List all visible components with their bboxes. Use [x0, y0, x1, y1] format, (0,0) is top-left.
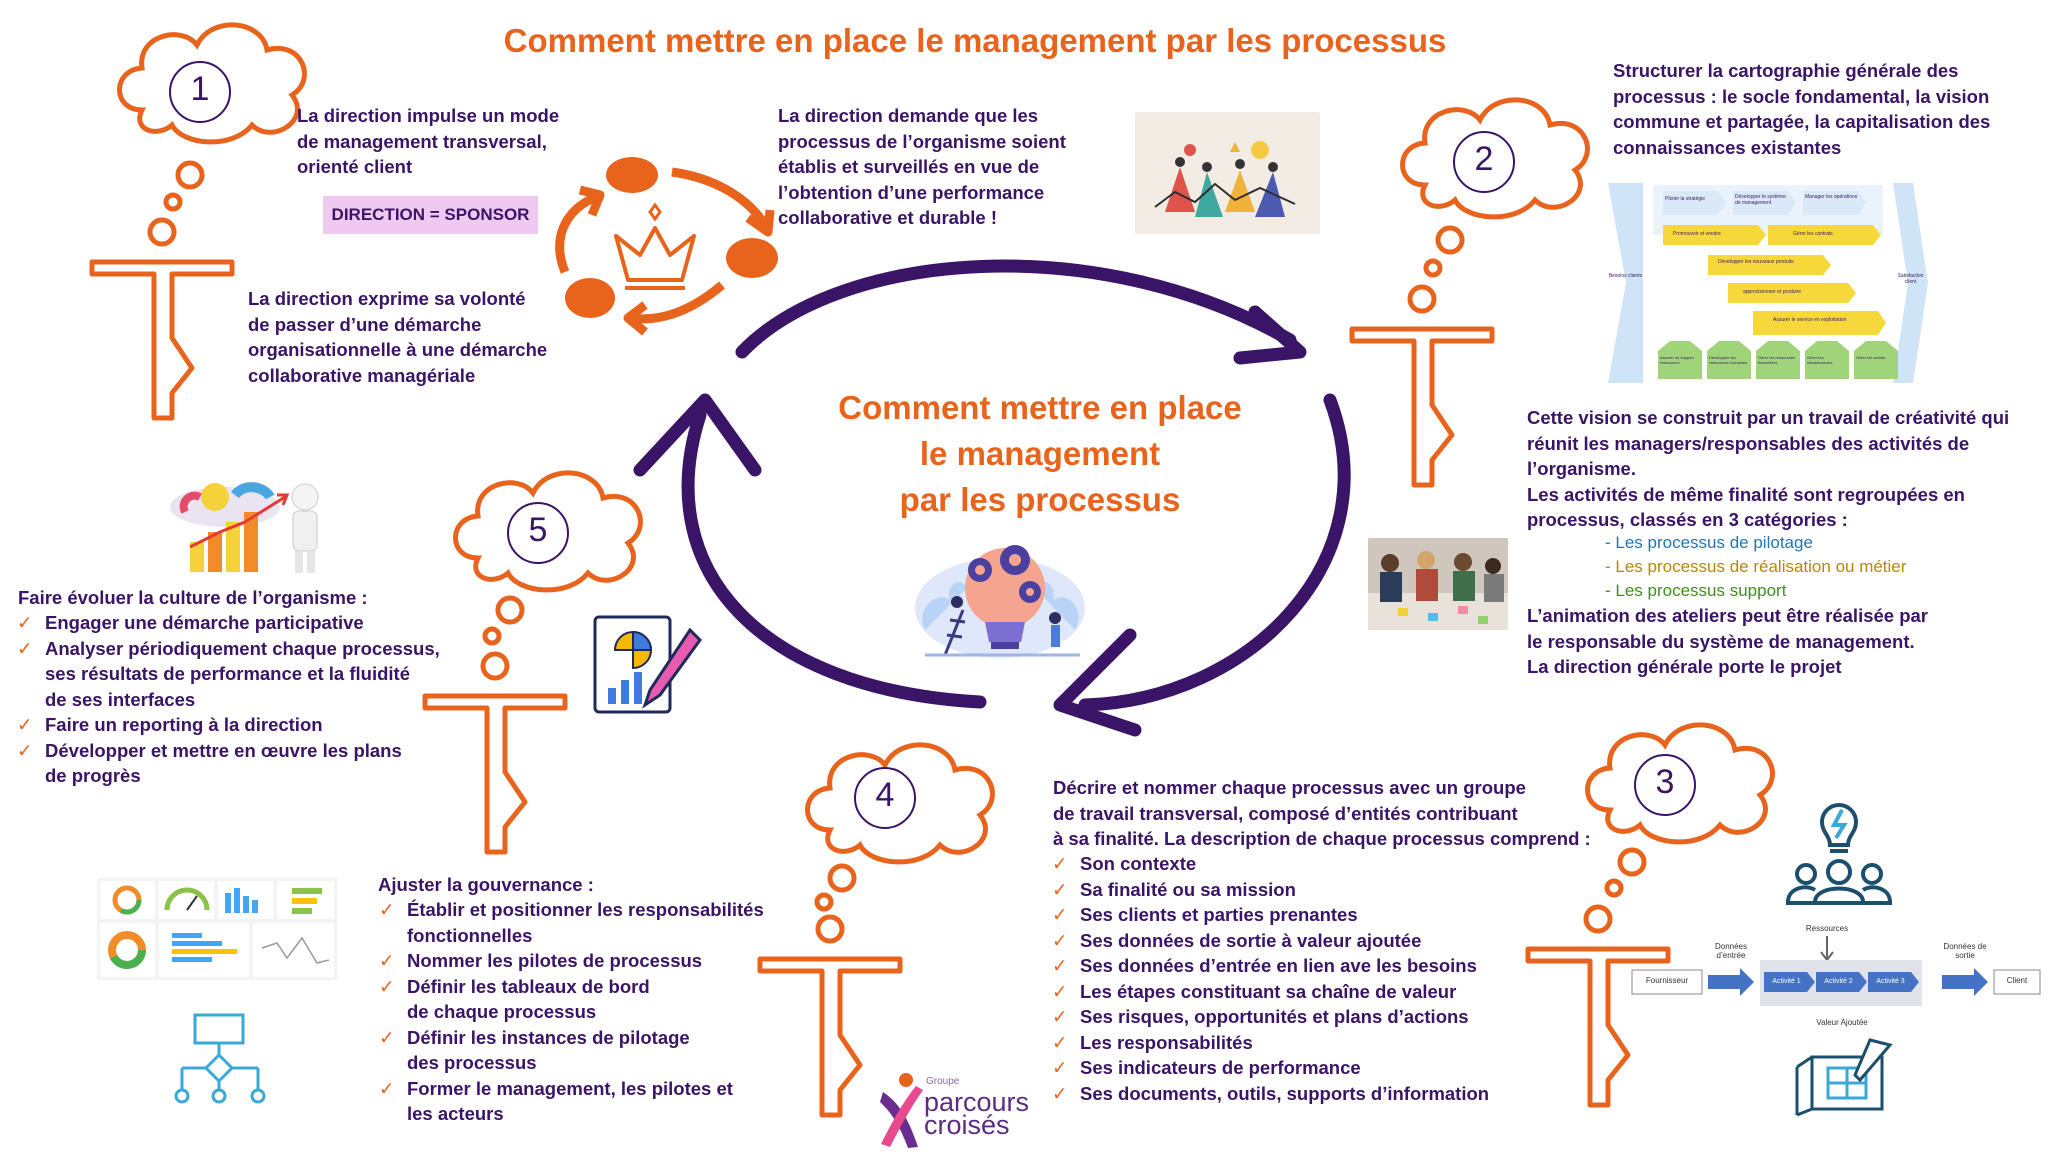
blueprint-icon [1795, 1038, 1893, 1117]
list-item: ✓Ses documents, outils, supports d’infor… [1052, 1082, 1490, 1104]
step1-text-demande: La direction demande que les processus d… [778, 105, 1066, 228]
step-number-5: 5 [528, 511, 548, 549]
thinker-3 [1528, 725, 1772, 1105]
list-item: ✓Son contexte [1052, 853, 1197, 874]
list-item: ✓Faire un reporting à la direction [17, 714, 323, 735]
logo-text-2: croisés [924, 1110, 1010, 1140]
step-number-2: 2 [1474, 140, 1494, 178]
sponsor-badge: DIRECTION = SPONSOR [323, 196, 538, 234]
step2-text-structurer: Structurer la cartographie générale des … [1613, 60, 1991, 158]
category-realisation: - Les processus de réalisation ou métier [1605, 557, 1907, 576]
list-item: ✓Les étapes constituant sa chaîne de val… [1052, 980, 1457, 1002]
list-item: ✓Sa finalité ou sa mission [1052, 878, 1296, 900]
category-pilotage: - Les processus de pilotage [1605, 533, 1813, 552]
logo-text-1: parcours [924, 1087, 1030, 1117]
logo-small-text: Groupe [926, 1076, 960, 1087]
lightbulb-gears-illustration [915, 545, 1085, 658]
list-item: ✓Ses clients et parties prenantes [1052, 904, 1358, 925]
dashboard-illustration [97, 878, 337, 980]
process-flow-diagram: Fournisseur Données d’entrée Ressources … [1622, 922, 2042, 1037]
list-item: ✓Établir et positionner les responsabili… [379, 899, 764, 946]
org-chart-icon [174, 1013, 266, 1104]
page-title: Comment mettre en place le management pa… [503, 22, 1447, 59]
step4-intro: Ajuster la gouvernance : [378, 874, 594, 895]
report-icon [593, 615, 702, 714]
team-idea-icon [1786, 803, 1892, 905]
step3-checklist: ✓Son contexte ✓Sa finalité ou sa mission… [1050, 851, 1489, 1106]
list-item: ✓Ses indicateurs de performance [1052, 1057, 1361, 1078]
step-number-1: 1 [190, 70, 210, 108]
category-support: - Les processus support [1605, 581, 1787, 600]
cycle-arrows [633, 259, 1351, 737]
step2-text-vision: Cette vision se construit par un travail… [1527, 407, 2010, 530]
thinker-1 [92, 25, 304, 418]
thinker-2 [1352, 100, 1587, 485]
list-item: ✓Les responsabilités [1052, 1031, 1253, 1053]
step5-intro: Faire évoluer la culture de l’organisme … [18, 587, 368, 608]
process-cartography: Besoins clients Satisfaction client Pilo… [1608, 183, 1928, 383]
list-item: ✓Ses données de sortie à valeur ajoutée [1052, 929, 1422, 951]
step4-checklist: ✓Établir et positionner les responsabili… [377, 897, 764, 1127]
step-number-4: 4 [875, 776, 895, 814]
thinker-5 [425, 473, 640, 852]
thinker-4 [760, 745, 992, 1115]
center-title: Comment mettre en place le management pa… [838, 389, 1242, 518]
step1-text-volonte: La direction exprime sa volonté de passe… [248, 288, 548, 386]
step-number-3: 3 [1655, 763, 1675, 801]
list-item: ✓Engager une démarche participative [17, 612, 364, 633]
process-categories: - Les processus de pilotage - Les proces… [1605, 531, 1906, 603]
step5-checklist: ✓Engager une démarche participative ✓Ana… [15, 610, 440, 789]
workshop-photo [1368, 538, 1508, 630]
list-item: ✓Ses données d’entrée en lien ave les be… [1052, 955, 1477, 976]
list-item: ✓Ses risques, opportunités et plans d’ac… [1052, 1006, 1469, 1027]
list-item: ✓Développer et mettre en œuvre les plans… [17, 739, 402, 787]
growth-illustration [145, 467, 345, 575]
logo-figure-icon [880, 1073, 923, 1148]
parcours-croises-logo: Groupe parcours croisés [878, 1068, 1038, 1150]
step3-intro: Décrire et nommer chaque processus avec … [1053, 777, 1591, 849]
step1-text-impulse: La direction impulse un mode de manageme… [297, 105, 560, 177]
list-item: ✓Nommer les pilotes de processus [379, 950, 703, 971]
direction-cycle [555, 157, 778, 336]
collaboration-illustration [1135, 112, 1320, 234]
step2-text-animation: L’animation des ateliers peut être réali… [1527, 605, 1929, 677]
list-item: ✓Analyser périodiquement chaque processu… [17, 637, 440, 710]
step-circles [169, 61, 1696, 829]
